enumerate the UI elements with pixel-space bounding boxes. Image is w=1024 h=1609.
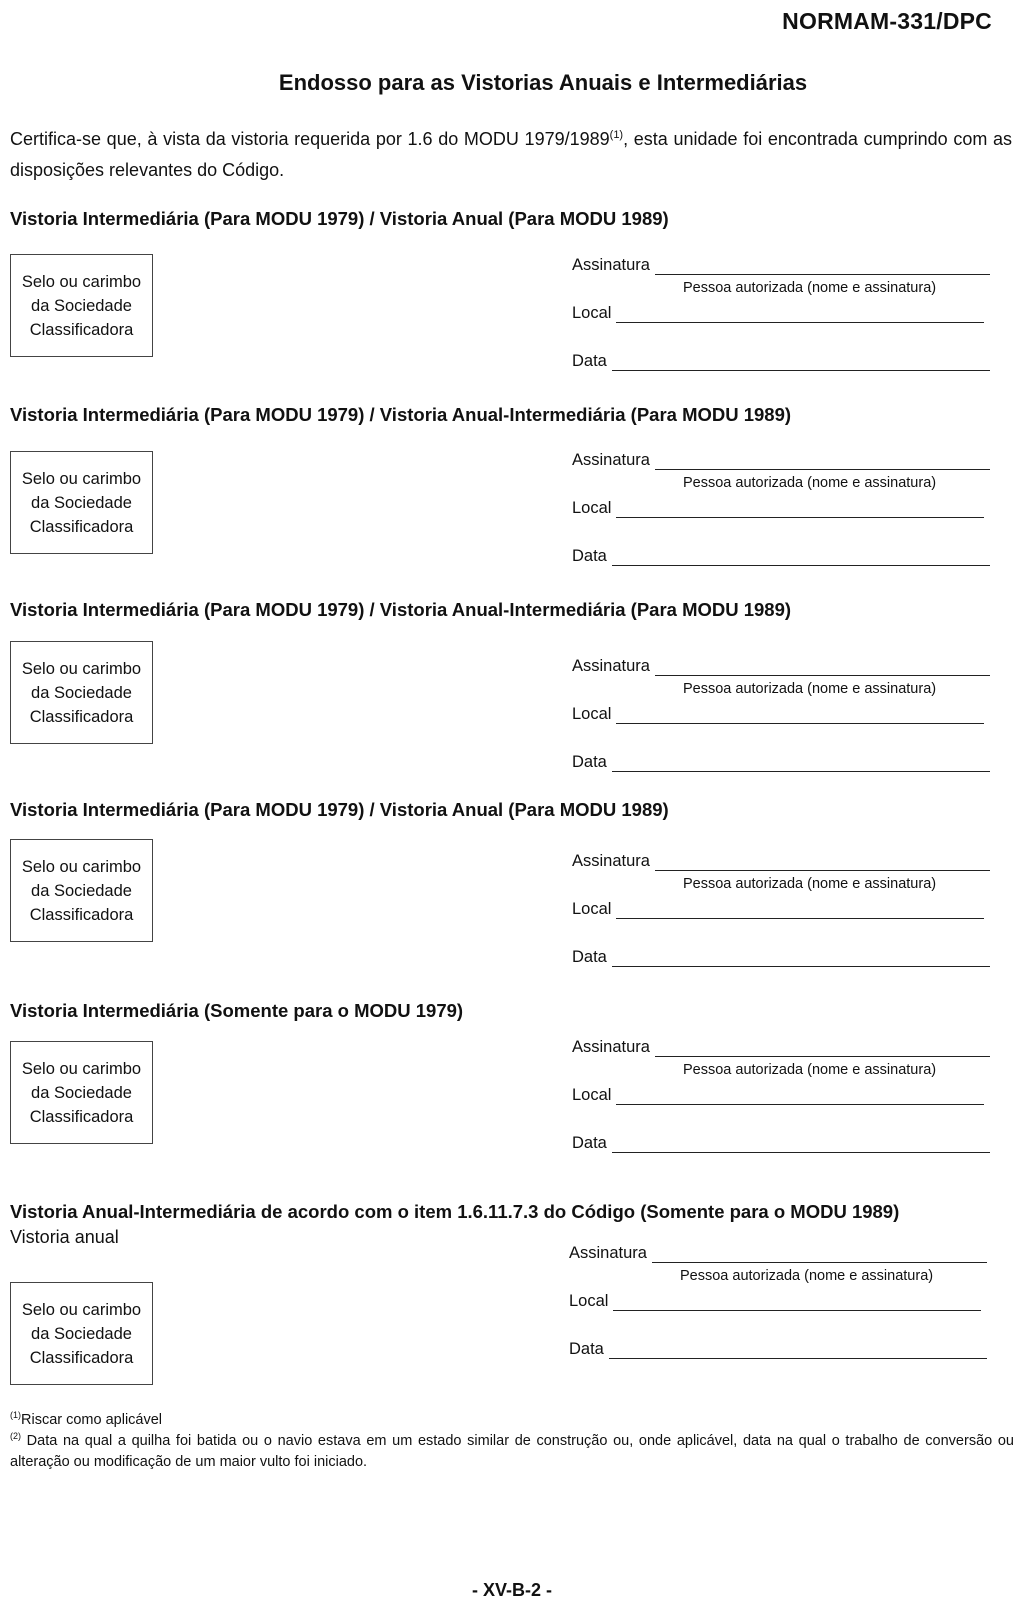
section-title: Vistoria Intermediária (Para MODU 1979) … xyxy=(10,404,792,425)
endorsement-section-2: Vistoria Intermediária (Para MODU 1979) … xyxy=(10,404,1014,594)
date-label: Data xyxy=(572,948,607,966)
stamp-box: Selo ou carimbo da Sociedade Classificad… xyxy=(10,1041,153,1144)
footnote-2: (2) Data na qual a quilha foi batida ou … xyxy=(10,1431,1014,1473)
stamp-box: Selo ou carimbo da Sociedade Classificad… xyxy=(10,254,153,357)
footnote-mark: (2) xyxy=(10,1431,21,1442)
footnote-1: (1)Riscar como aplicável xyxy=(10,1410,1014,1431)
signature-label: Assinatura xyxy=(572,451,650,469)
signature-line[interactable] xyxy=(654,659,990,676)
stamp-box: Selo ou carimbo da Sociedade Classificad… xyxy=(10,451,153,554)
signature-field[interactable]: Assinatura xyxy=(569,1244,987,1263)
stamp-box: Selo ou carimbo da Sociedade Classificad… xyxy=(10,839,153,942)
endorsement-section-5: Vistoria Intermediária (Somente para o M… xyxy=(10,1000,1014,1190)
date-label: Data xyxy=(569,1340,604,1358)
date-field[interactable]: Data xyxy=(569,1340,987,1359)
place-field[interactable]: Local xyxy=(572,900,984,919)
signature-field[interactable]: Assinatura xyxy=(572,256,990,275)
date-line[interactable] xyxy=(611,950,990,967)
signature-field[interactable]: Assinatura xyxy=(572,657,990,676)
signature-field[interactable]: Assinatura xyxy=(572,1038,990,1057)
stamp-box: Selo ou carimbo da Sociedade Classificad… xyxy=(10,1282,153,1385)
place-line[interactable] xyxy=(613,1294,981,1311)
signature-caption: Pessoa autorizada (nome e assinatura) xyxy=(683,681,937,697)
signature-label: Assinatura xyxy=(572,1038,650,1056)
document-code: NORMAM-331/DPC xyxy=(782,8,992,34)
section-title: Vistoria Anual-Intermediária de acordo c… xyxy=(10,1201,900,1222)
stamp-label: Selo ou carimbo da Sociedade Classificad… xyxy=(21,1300,142,1367)
intro-text: Certifica-se que, à vista da vistoria re… xyxy=(10,129,610,149)
stamp-label: Selo ou carimbo da Sociedade Classificad… xyxy=(21,469,142,536)
signature-caption: Pessoa autorizada (nome e assinatura) xyxy=(680,1268,934,1284)
place-field[interactable]: Local xyxy=(572,705,984,724)
endorsement-section-1: Vistoria Intermediária (Para MODU 1979) … xyxy=(10,208,1014,398)
intro-paragraph: Certifica-se que, à vista da vistoria re… xyxy=(10,124,1012,186)
endorsement-section-6: Vistoria Anual-Intermediária de acordo c… xyxy=(10,1201,1014,1401)
date-field[interactable]: Data xyxy=(572,753,990,772)
section-subtitle: Vistoria anual xyxy=(10,1227,119,1247)
signature-line[interactable] xyxy=(654,258,990,275)
place-field[interactable]: Local xyxy=(569,1292,981,1311)
section-title: Vistoria Intermediária (Para MODU 1979) … xyxy=(10,599,792,620)
footnote-text: Riscar como aplicável xyxy=(21,1412,163,1428)
place-field[interactable]: Local xyxy=(572,304,984,323)
place-line[interactable] xyxy=(616,501,984,518)
signature-label: Assinatura xyxy=(572,852,650,870)
place-label: Local xyxy=(569,1292,609,1310)
stamp-box: Selo ou carimbo da Sociedade Classificad… xyxy=(10,641,153,744)
section-title: Vistoria Intermediária (Para MODU 1979) … xyxy=(10,799,669,820)
date-field[interactable]: Data xyxy=(572,948,990,967)
place-label: Local xyxy=(572,304,612,322)
date-label: Data xyxy=(572,1134,607,1152)
section-title: Vistoria Intermediária (Somente para o M… xyxy=(10,1000,464,1021)
page-title: Endosso para as Vistorias Anuais e Inter… xyxy=(278,70,808,95)
stamp-label: Selo ou carimbo da Sociedade Classificad… xyxy=(21,272,142,339)
endorsement-section-3: Vistoria Intermediária (Para MODU 1979) … xyxy=(10,599,1014,789)
signature-caption: Pessoa autorizada (nome e assinatura) xyxy=(683,876,937,892)
place-line[interactable] xyxy=(616,707,984,724)
stamp-label: Selo ou carimbo da Sociedade Classificad… xyxy=(21,857,142,924)
footnotes: (1)Riscar como aplicável (2) Data na qua… xyxy=(10,1410,1014,1473)
date-field[interactable]: Data xyxy=(572,352,990,371)
place-field[interactable]: Local xyxy=(572,499,984,518)
date-label: Data xyxy=(572,352,607,370)
date-field[interactable]: Data xyxy=(572,1134,990,1153)
place-label: Local xyxy=(572,1086,612,1104)
date-line[interactable] xyxy=(611,549,990,566)
endorsement-section-4: Vistoria Intermediária (Para MODU 1979) … xyxy=(10,799,1014,989)
place-line[interactable] xyxy=(616,306,984,323)
stamp-label: Selo ou carimbo da Sociedade Classificad… xyxy=(21,659,142,726)
date-line[interactable] xyxy=(608,1342,987,1359)
signature-line[interactable] xyxy=(654,453,990,470)
signature-field[interactable]: Assinatura xyxy=(572,852,990,871)
date-field[interactable]: Data xyxy=(572,547,990,566)
date-line[interactable] xyxy=(611,1136,990,1153)
signature-line[interactable] xyxy=(654,1040,990,1057)
signature-label: Assinatura xyxy=(569,1244,647,1262)
date-line[interactable] xyxy=(611,755,990,772)
signature-line[interactable] xyxy=(651,1246,987,1263)
place-field[interactable]: Local xyxy=(572,1086,984,1105)
footnote-text: Data na qual a quilha foi batida ou o na… xyxy=(10,1433,1014,1470)
section-title: Vistoria Intermediária (Para MODU 1979) … xyxy=(10,208,669,229)
signature-line[interactable] xyxy=(654,854,990,871)
intro-text-continued: , esta unidade foi encontrada cumprindo … xyxy=(10,129,1013,180)
place-line[interactable] xyxy=(616,902,984,919)
signature-field[interactable]: Assinatura xyxy=(572,451,990,470)
signature-caption: Pessoa autorizada (nome e assinatura) xyxy=(683,1062,937,1078)
date-line[interactable] xyxy=(611,354,990,371)
footnote-mark: (1) xyxy=(10,1410,21,1421)
footnote-ref: (1) xyxy=(609,129,624,141)
place-label: Local xyxy=(572,499,612,517)
place-label: Local xyxy=(572,900,612,918)
signature-caption: Pessoa autorizada (nome e assinatura) xyxy=(683,475,937,491)
stamp-label: Selo ou carimbo da Sociedade Classificad… xyxy=(21,1059,142,1126)
signature-label: Assinatura xyxy=(572,657,650,675)
signature-label: Assinatura xyxy=(572,256,650,274)
date-label: Data xyxy=(572,753,607,771)
date-label: Data xyxy=(572,547,607,565)
page-number: - XV-B-2 - xyxy=(471,1580,552,1600)
place-line[interactable] xyxy=(616,1088,984,1105)
place-label: Local xyxy=(572,705,612,723)
signature-caption: Pessoa autorizada (nome e assinatura) xyxy=(683,280,937,296)
